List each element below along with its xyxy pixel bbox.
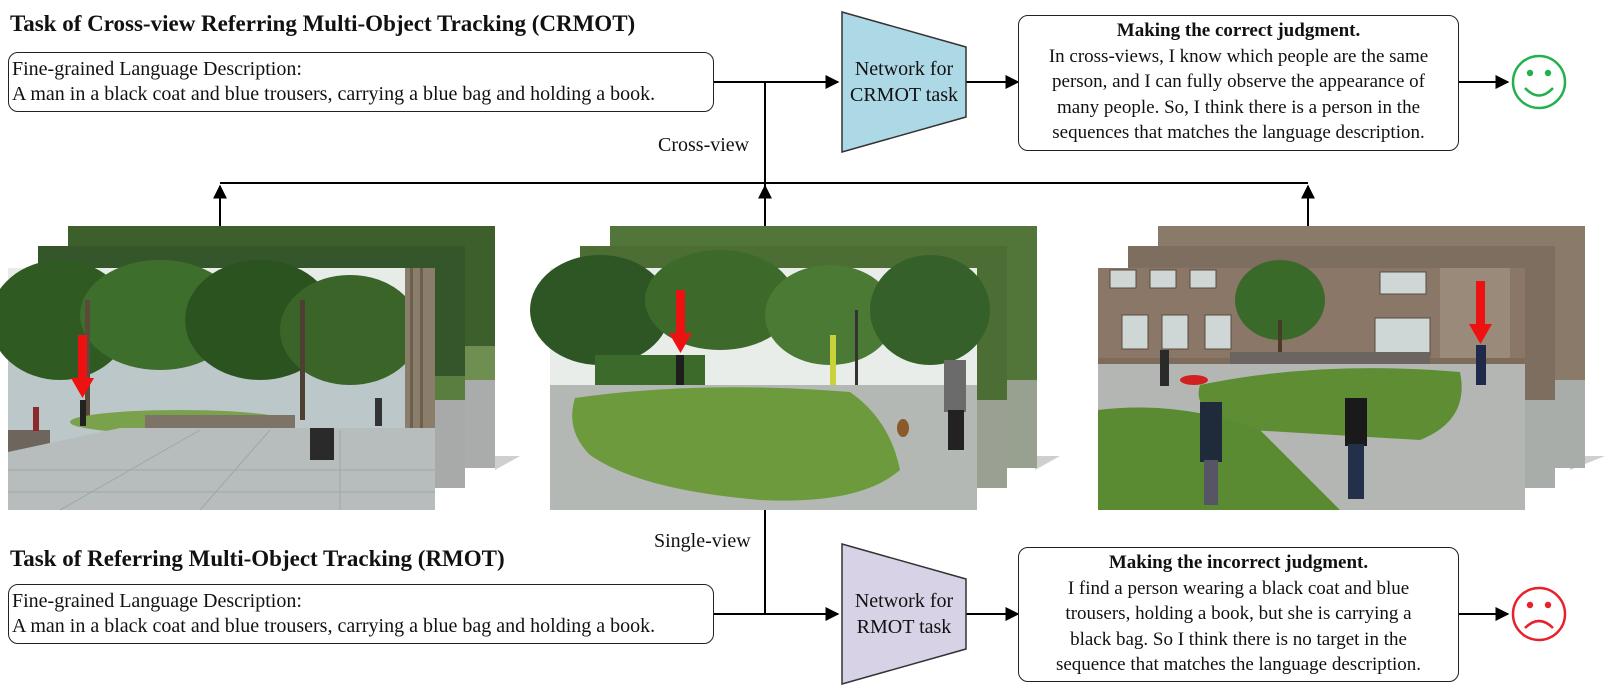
camera-view-2-frame	[530, 250, 990, 510]
crmot-description-heading: Fine-grained Language Description:	[12, 58, 302, 80]
crmot-judgment-line: person, and I can fully observe the appe…	[1052, 71, 1425, 92]
crmot-judgment-line: In cross-views, I know which people are …	[1048, 45, 1429, 67]
crmot-judgment-box: Making the correct judgment. In cross-vi…	[1018, 15, 1459, 151]
crmot-network-block	[841, 11, 967, 153]
rmot-task-title: Task of Referring Multi-Object Tracking …	[10, 546, 505, 571]
camera-view-3-stack	[1098, 226, 1605, 510]
camera-view-3-frame	[1098, 260, 1525, 510]
rmot-judgment-line: black bag. So I think there is no target…	[1070, 628, 1407, 650]
smiley-face-icon	[1511, 54, 1567, 110]
rmot-judgment-title: Making the incorrect judgment.	[1108, 552, 1369, 573]
crmot-description-box: Fine-grained Language Description: A man…	[8, 52, 714, 112]
single-view-label: Single-view	[654, 530, 751, 552]
crmot-description-text: A man in a black coat and blue trousers,…	[12, 83, 656, 105]
rmot-description-text: A man in a black coat and blue trousers,…	[12, 615, 656, 637]
camera-view-2-stack	[530, 226, 1060, 510]
rmot-judgment-line: I find a person wearing a black coat and…	[1067, 577, 1410, 599]
rmot-network-block	[841, 543, 967, 685]
rmot-description-box: Fine-grained Language Description: A man…	[8, 584, 714, 644]
camera-view-1-stack	[0, 226, 520, 511]
rmot-judgment-line: trousers, holding a book, but she is car…	[1065, 603, 1412, 624]
rmot-judgment-line: sequence that matches the language descr…	[1055, 654, 1422, 675]
rmot-network-line2: RMOT task	[856, 616, 952, 638]
camera-view-1-frame	[0, 260, 435, 511]
crmot-network-line1: Network for	[854, 58, 954, 80]
crmot-task-title: Task of Cross-view Referring Multi-Objec…	[10, 11, 636, 36]
crmot-network-label: Network for CRMOT task	[839, 56, 969, 108]
crmot-judgment-line: many people. So, I think there is a pers…	[1056, 96, 1421, 118]
target-marker-arrow-2	[669, 290, 692, 353]
crmot-judgment-title: Making the correct judgment.	[1116, 20, 1361, 41]
target-marker-arrow-3	[1469, 281, 1492, 344]
rmot-network-line1: Network for	[854, 590, 954, 612]
rmot-judgment-box: Making the incorrect judgment. I find a …	[1018, 547, 1459, 682]
rmot-network-label: Network for RMOT task	[839, 588, 969, 640]
cross-view-label: Cross-view	[658, 134, 750, 156]
rmot-description-heading: Fine-grained Language Description:	[12, 590, 302, 612]
target-marker-arrow-1	[71, 335, 94, 398]
crmot-network-line2: CRMOT task	[850, 84, 958, 106]
crmot-judgment-line: sequences that matches the language desc…	[1052, 122, 1425, 143]
sad-face-icon	[1511, 586, 1567, 642]
